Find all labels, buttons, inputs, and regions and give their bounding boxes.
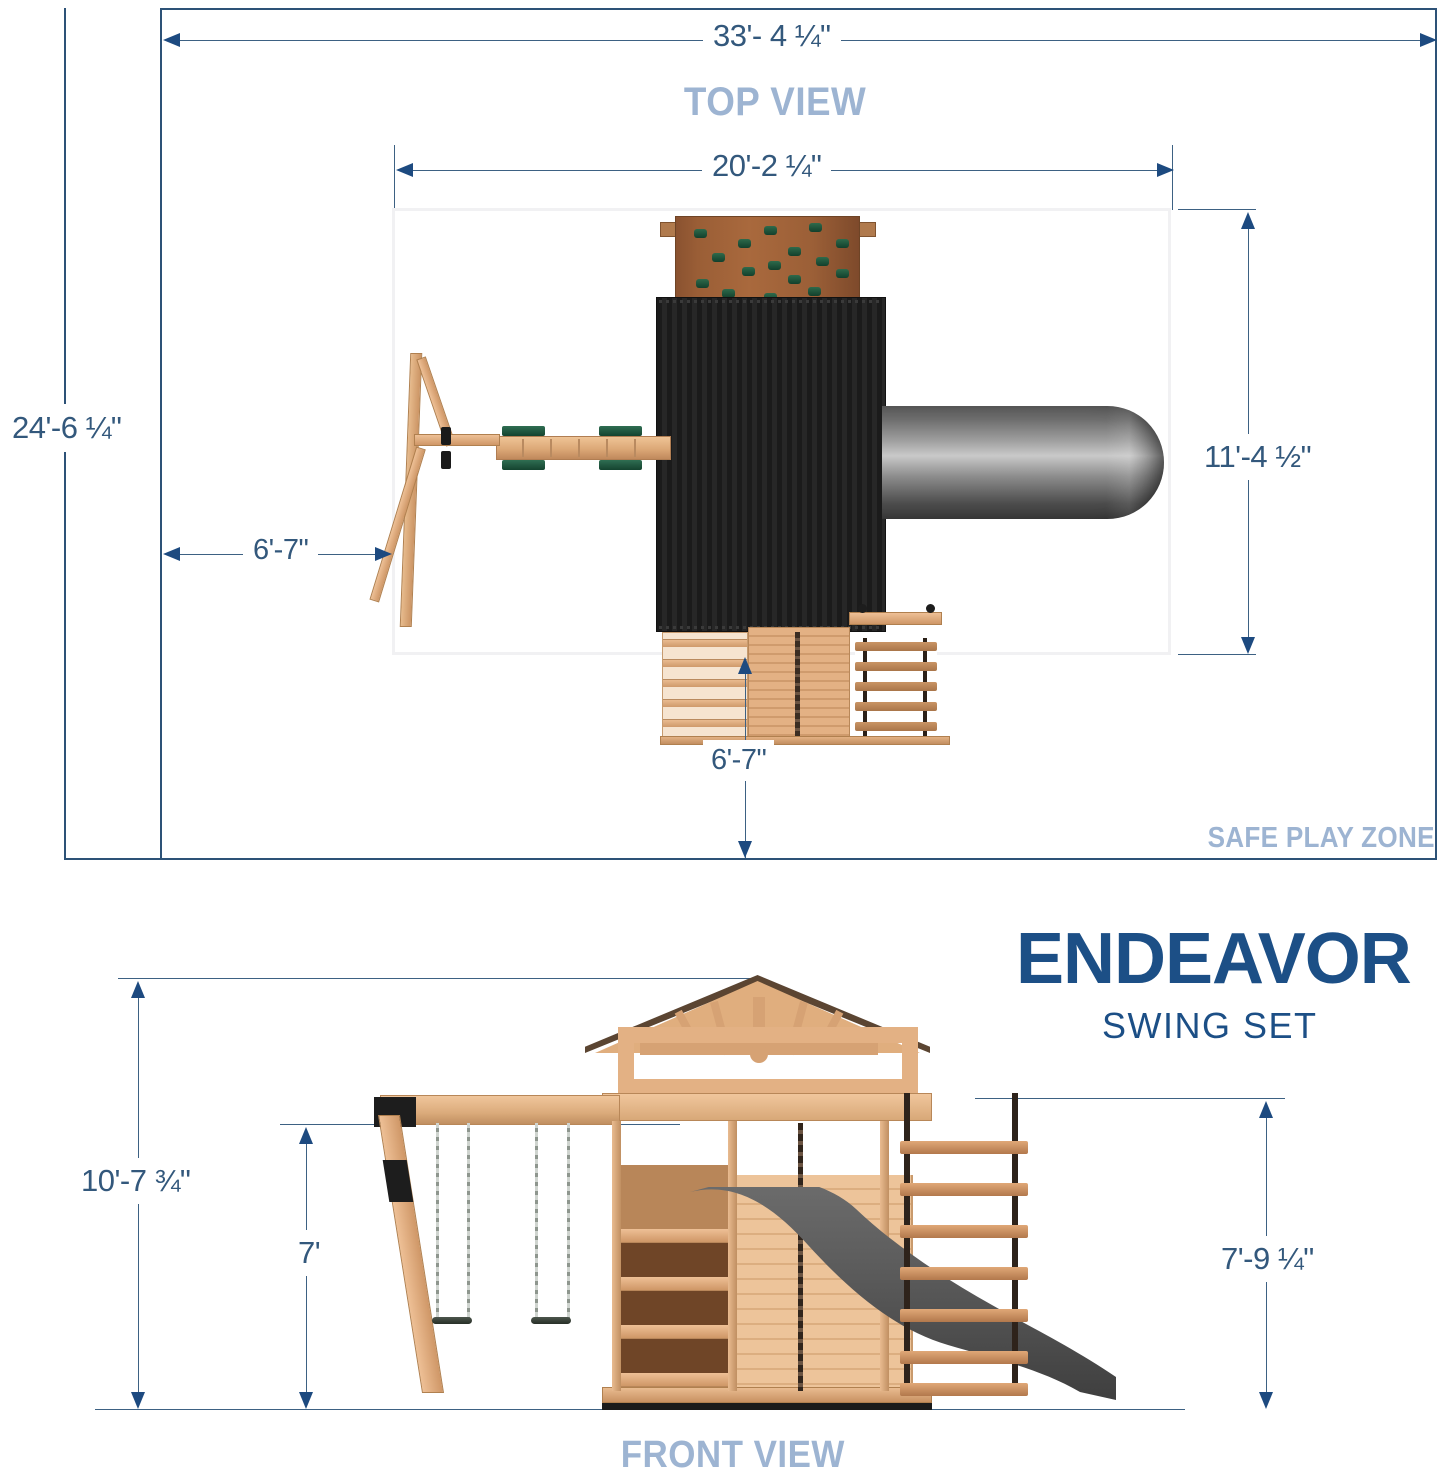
deck-rail-arrow-up xyxy=(1259,1101,1273,1118)
overall-width-arrow-right xyxy=(1420,33,1437,47)
a-frame-hub xyxy=(414,434,500,446)
bottom-clearance-arrow-up xyxy=(738,657,752,674)
unit-width-arrow-right xyxy=(1157,163,1174,177)
swing-seat-top-2 xyxy=(502,460,545,470)
step-ladder-top xyxy=(662,632,748,740)
top-view-title: TOP VIEW xyxy=(683,80,867,124)
deck-rail-beam xyxy=(602,1093,932,1121)
rope-knob-right xyxy=(926,604,935,613)
tube-slide xyxy=(882,406,1164,519)
rock-wall-cap-right xyxy=(859,222,876,237)
belt-swing-right xyxy=(531,1317,571,1324)
swing-beam-height-label: 7' xyxy=(292,1230,327,1276)
upper-rail-frame xyxy=(618,1027,918,1095)
brand-name: ENDEAVOR xyxy=(1016,919,1412,999)
unit-depth-arrow-up xyxy=(1241,212,1255,229)
unit-depth-ext-bottom xyxy=(1178,654,1256,655)
total-height-label: 10'-7 ¾" xyxy=(78,1158,194,1204)
rope-ladder-front xyxy=(900,1093,1028,1396)
unit-width-ext-right xyxy=(1172,145,1173,210)
swing-seat-top-4 xyxy=(599,460,642,470)
swing-beam-arrow-up xyxy=(299,1127,313,1144)
deck-rail-arrow-down xyxy=(1259,1392,1273,1409)
bottom-clearance-arrow-down xyxy=(738,841,752,858)
total-height-ext-top xyxy=(118,978,758,979)
total-height-arrow-up xyxy=(131,981,145,998)
belt-swing-left xyxy=(432,1317,472,1324)
rope-ladder-top xyxy=(855,638,937,744)
total-height-arrow-down xyxy=(131,1392,145,1409)
safe-zone-top-edge xyxy=(160,8,1437,10)
canopy-roof xyxy=(656,297,886,632)
climbing-chain-front xyxy=(798,1123,803,1391)
a-frame-bracket-bottom xyxy=(441,451,451,469)
brand-subtitle: SWING SET xyxy=(1102,1005,1318,1046)
deck-rail-height-label: 7'-9 ¼" xyxy=(1218,1236,1317,1282)
unit-width-ext-left xyxy=(394,145,395,210)
rope-ladder-rail xyxy=(849,612,942,625)
unit-depth-label: 11'-4 ½" xyxy=(1200,434,1316,480)
left-clearance-arrow-left xyxy=(163,547,180,561)
safe-play-zone-label: SAFE PLAY ZONE xyxy=(1207,822,1435,854)
a-frame-leg-lower xyxy=(369,446,426,603)
climbing-chain-top xyxy=(795,632,800,738)
front-view-title: FRONT VIEW xyxy=(620,1434,845,1476)
swing-seat-top-1 xyxy=(502,426,545,436)
bottom-clearance-label: 6'-7" xyxy=(703,740,775,781)
overall-depth-label: 24'-6 ¼" xyxy=(8,404,126,452)
safe-zone-bottom-edge xyxy=(64,858,1437,860)
post-mid xyxy=(728,1121,737,1391)
rope-knob-left xyxy=(858,604,867,613)
swing-beam-front xyxy=(380,1095,620,1125)
left-clearance-label: 6'-7" xyxy=(243,534,319,567)
swing-beam xyxy=(496,436,671,460)
swing-seat-top-3 xyxy=(599,426,642,436)
unit-depth-arrow-down xyxy=(1241,637,1255,654)
post-left xyxy=(612,1121,621,1391)
unit-depth-ext-top xyxy=(1178,209,1256,210)
unit-depth-dimline xyxy=(1248,218,1249,646)
swing-beam-arrow-down xyxy=(299,1392,313,1409)
wave-slide xyxy=(690,1187,1116,1400)
overall-width-extension-right xyxy=(1435,8,1437,860)
overall-width-label: 33'- 4 ¼" xyxy=(703,18,841,54)
a-frame-leg-band xyxy=(382,1160,414,1202)
front-view-illustration xyxy=(374,975,1210,1410)
overall-width-extension-left xyxy=(160,8,162,860)
unit-width-arrow-left xyxy=(396,163,413,177)
tower-left-panel xyxy=(613,1165,735,1390)
deck-shadow xyxy=(602,1403,932,1410)
overall-width-arrow-left xyxy=(163,33,180,47)
left-clearance-arrow-right xyxy=(375,547,392,561)
unit-width-label: 20'-2 ¼" xyxy=(702,148,832,184)
bottom-plank xyxy=(660,736,950,745)
a-frame-leg xyxy=(378,1115,445,1393)
deck-rail-ext-top xyxy=(975,1098,1285,1099)
top-view-illustration xyxy=(369,208,1171,745)
a-frame-bracket-top xyxy=(441,427,451,445)
